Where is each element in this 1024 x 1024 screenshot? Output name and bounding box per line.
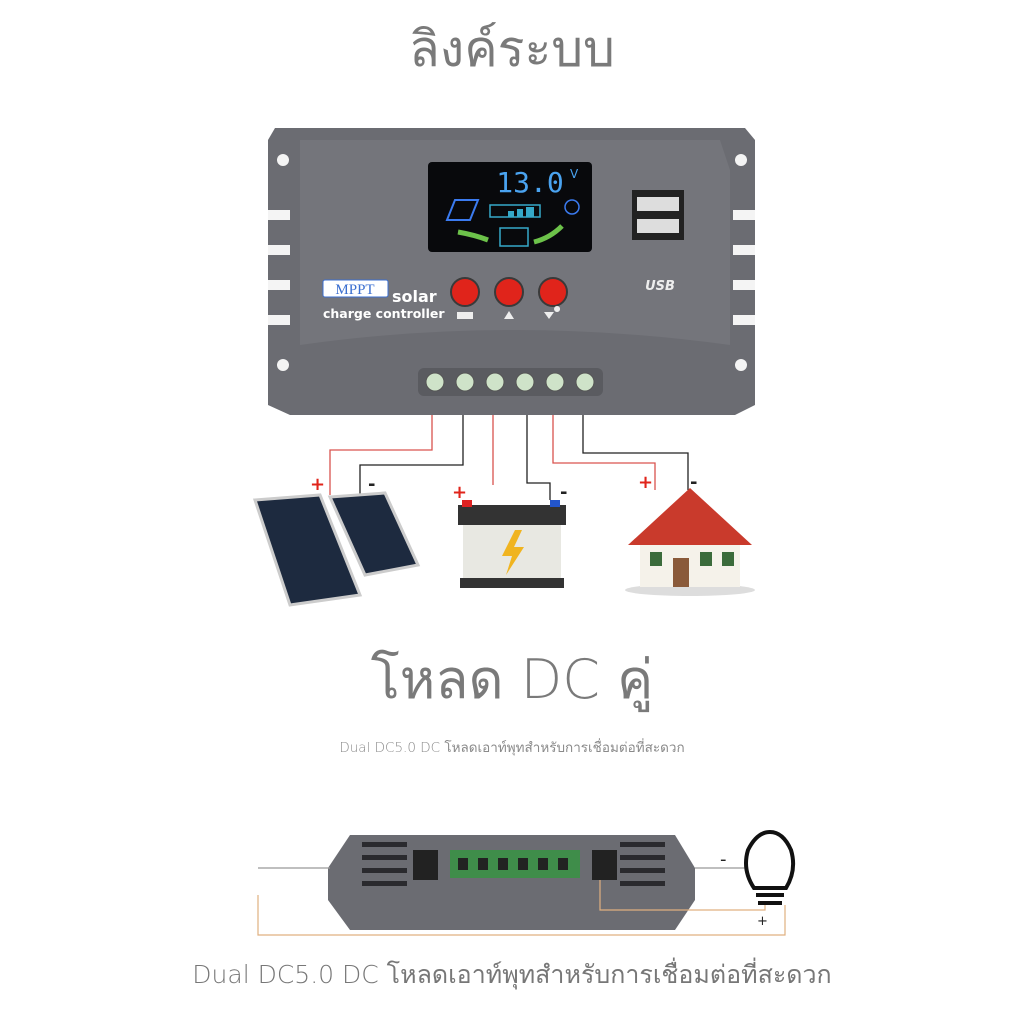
bulb-minus: - [720, 849, 727, 870]
controller-bottom-view [328, 835, 695, 930]
bulb-icon [564, 199, 580, 215]
menu-icon [457, 312, 473, 319]
charge-controller: 13.0 V USB MPPT solar charge controller [268, 128, 755, 415]
bottom-wiring [257, 867, 786, 936]
down-button[interactable] [538, 277, 568, 319]
charge-arrow-icon [457, 229, 489, 243]
lcd-voltage: 13.0 [496, 166, 563, 199]
caption-small: Dual DC5.0 DC โหลดเอาท์พุทสำหรับการเชื่อ… [339, 738, 684, 756]
battery-image [458, 500, 566, 588]
load-plus: + [638, 472, 653, 493]
up-arrow-icon [504, 311, 514, 319]
load-heading: โหลด DC คู่ [371, 648, 654, 712]
down-arrow-bulb-icon [544, 306, 561, 319]
dc-port-left[interactable] [413, 850, 438, 880]
battery-face-icon [499, 227, 529, 247]
solar-panel-image [252, 491, 421, 607]
house-image [625, 488, 755, 596]
brand-sub: charge controller [323, 306, 445, 321]
discharge-arrow-icon [533, 224, 564, 245]
battery-level-icon [489, 204, 541, 218]
solar-minus: - [368, 474, 375, 495]
wiring [329, 415, 689, 500]
caption-large: Dual DC5.0 DC โหลดเอาท์พุทสำหรับการเชื่อ… [192, 957, 831, 990]
terminal-block [418, 368, 603, 396]
battery-plus: + [452, 482, 467, 503]
lcd-unit: V [570, 167, 579, 181]
brand-badge: MPPT [335, 282, 374, 298]
lcd-screen [428, 162, 592, 252]
bulb-plus: + [757, 914, 768, 929]
solar-plus: + [310, 474, 325, 495]
solar-panel-icon [445, 199, 480, 221]
light-bulb-icon [744, 829, 796, 905]
dc-port-right[interactable] [592, 850, 617, 880]
menu-button[interactable] [450, 277, 480, 319]
load-minus: - [690, 472, 697, 493]
usb-label: USB [645, 279, 675, 294]
up-button[interactable] [494, 277, 524, 319]
brand-solar: solar [392, 287, 437, 306]
battery-minus: - [560, 482, 567, 503]
page-title: ลิงค์ระบบ [409, 20, 615, 78]
